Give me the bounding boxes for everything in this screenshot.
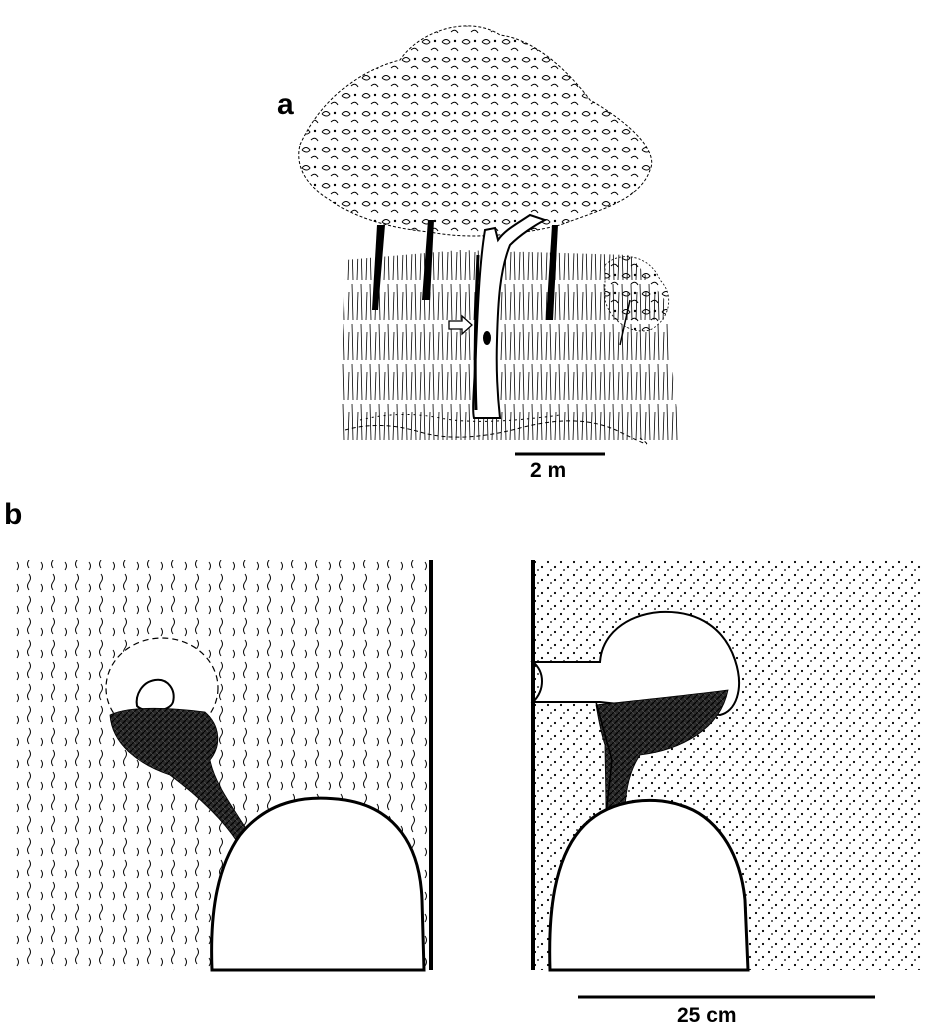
tree-section-right (533, 560, 923, 970)
canopy (299, 26, 652, 236)
tree-illustration (299, 26, 680, 444)
nest-hole (483, 331, 491, 345)
tree-section-left (10, 560, 431, 970)
